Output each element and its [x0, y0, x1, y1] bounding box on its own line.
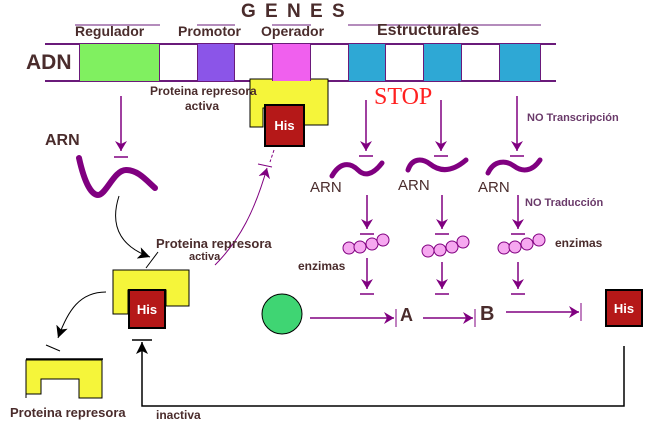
arn-structural-wave-3	[485, 157, 543, 176]
arn-label-3: ARN	[478, 179, 510, 196]
arn-label-2: ARN	[398, 177, 430, 194]
arn-structural-wave-2	[405, 157, 469, 173]
structural-label: Estructurales	[377, 22, 480, 39]
active-repressor-label: Proteina represora	[156, 236, 272, 251]
dna-label: ADN	[26, 51, 72, 74]
repressor-binding-arrow	[214, 167, 271, 266]
enzymes-label-right: enzimas	[555, 236, 603, 250]
intermediate-b: B	[480, 303, 495, 325]
intermediate-a: A	[400, 305, 413, 325]
gene-structural-3	[499, 44, 541, 81]
arn-label-1: ARN	[310, 179, 342, 196]
inactive-repressor	[25, 359, 103, 399]
gene-structural-1	[348, 44, 386, 81]
active-word-top: activa	[185, 99, 220, 113]
arn-structural-wave-1	[329, 160, 385, 179]
his-product: His	[605, 289, 643, 327]
inactive-repressor-label: Proteina represora	[10, 405, 126, 420]
arn-regulator-wave	[76, 155, 158, 199]
no-translation-label: NO Traducción	[525, 197, 604, 209]
active-repressor-label-top: Proteina represora	[150, 84, 257, 98]
enzymes-label-left: enzimas	[298, 259, 346, 273]
enzyme-chain-3	[497, 233, 546, 255]
gene-promoter	[197, 44, 235, 81]
translation-arrow	[115, 195, 151, 259]
promoter-label: Promotor	[178, 23, 241, 39]
arrow-bar	[45, 344, 61, 352]
arrow-bar	[145, 251, 159, 269]
dashed-link	[269, 149, 275, 163]
regulator-label: Regulador	[75, 23, 145, 39]
his-on-operator: His	[264, 104, 305, 147]
stop-label: STOP	[374, 84, 433, 110]
operator-label: Operador	[261, 23, 325, 39]
enzyme-chain-1	[342, 233, 390, 255]
gene-operator	[272, 44, 311, 81]
inactive-word: inactiva	[156, 408, 201, 422]
active-word: activa	[189, 251, 221, 263]
arn-regulator-label: ARN	[45, 132, 80, 149]
his-on-repressor: His	[128, 289, 166, 329]
no-transcription-label: NO Transcripción	[527, 112, 619, 124]
gene-structural-2	[423, 44, 462, 81]
genes-title: G E N E S	[241, 1, 347, 22]
precursor-substrate	[261, 293, 303, 335]
feedback-line	[136, 342, 625, 407]
arrow-bar	[257, 163, 273, 168]
enzyme-chain-2	[421, 235, 470, 258]
release-arrow	[56, 291, 107, 339]
gene-regulator	[79, 44, 160, 81]
